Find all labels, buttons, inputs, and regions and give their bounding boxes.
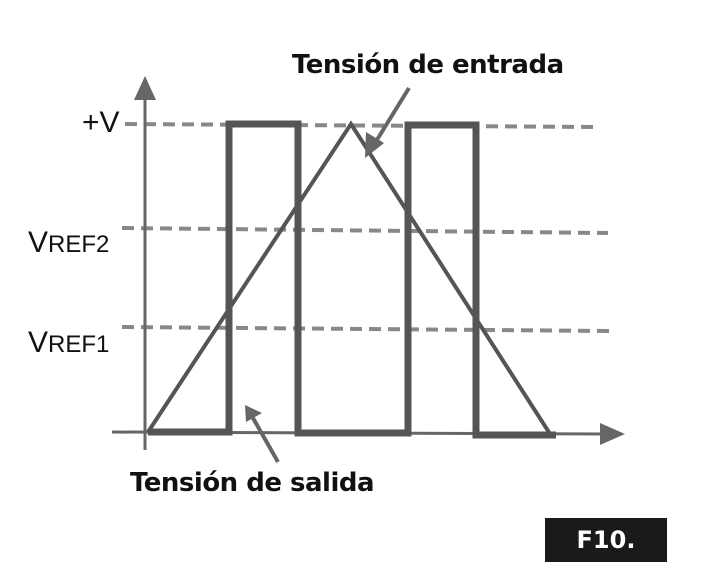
vref1-dashed-line	[121, 325, 611, 333]
output-pointer-arrow	[251, 417, 280, 463]
reference-lines	[121, 122, 611, 333]
output-arrowhead-icon	[245, 405, 262, 422]
input-voltage-label: Tensión de entrada	[292, 50, 564, 80]
vref2-main: V	[28, 226, 49, 259]
input-pointer-arrow	[373, 86, 411, 145]
vref1-main: V	[28, 326, 49, 359]
input-arrowhead-icon	[365, 132, 384, 158]
input-triangle-wave	[146, 120, 554, 439]
vref1-label: VREF1	[28, 326, 109, 360]
output-voltage-label: Tensión de salida	[130, 468, 375, 498]
vref1-subscript: REF1	[48, 331, 110, 358]
x-axis-arrow-icon	[600, 423, 625, 445]
y-axis-arrow-icon	[134, 76, 156, 100]
vref2-dashed-line	[121, 226, 609, 235]
output-square-wave	[148, 120, 556, 439]
plus-v-label: +V	[82, 106, 120, 139]
vref2-subscript: REF2	[48, 231, 110, 258]
plus-v-dashed-line	[124, 122, 601, 129]
vref2-label: VREF2	[28, 226, 109, 260]
figure-number-badge: F10.	[545, 518, 667, 562]
